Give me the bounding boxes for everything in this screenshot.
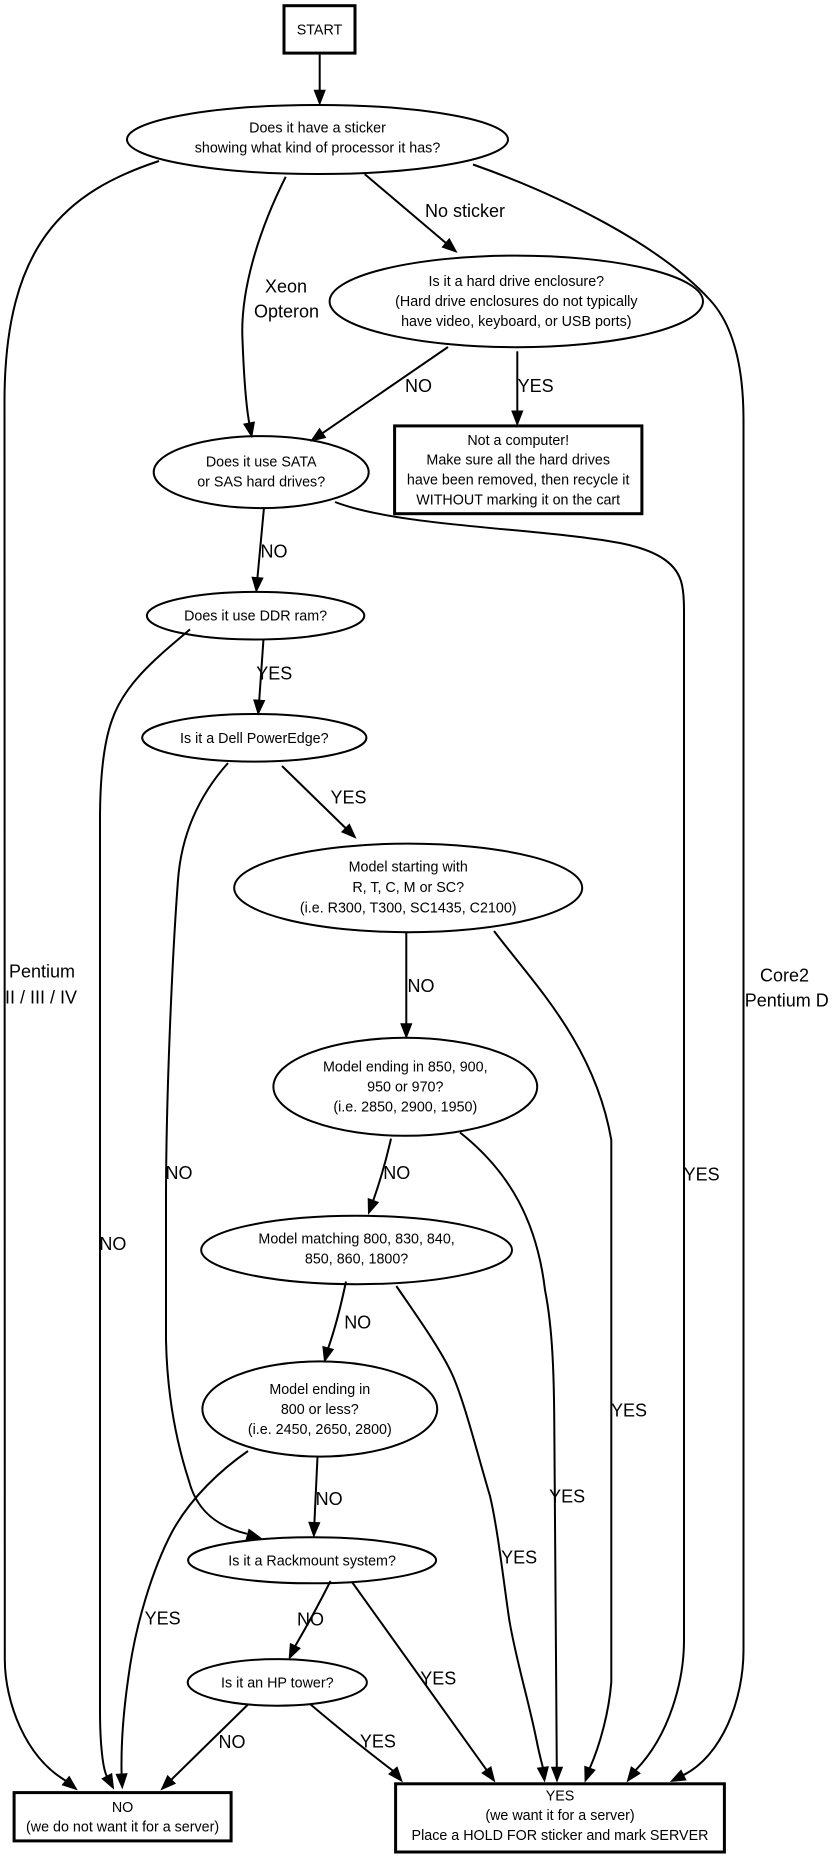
svg-text:850, 860, 1800?: 850, 860, 1800? [305, 1251, 408, 1267]
svg-text:showing what kind of processor: showing what kind of processor it has? [195, 140, 441, 156]
svg-text:YES: YES [420, 1668, 456, 1688]
svg-text:YES: YES [549, 1486, 585, 1506]
svg-text:Is it a Rackmount system?: Is it a Rackmount system? [228, 1553, 396, 1569]
svg-text:Does it have a sticker: Does it have a sticker [249, 121, 386, 137]
svg-text:800 or less?: 800 or less? [281, 1402, 359, 1418]
svg-text:950 or 970?: 950 or 970? [367, 1079, 443, 1095]
svg-text:R, T, C, M or SC?: R, T, C, M or SC? [352, 880, 464, 896]
svg-text:Core2: Core2 [760, 965, 809, 985]
svg-text:YES: YES [611, 1401, 647, 1421]
svg-text:NO: NO [344, 1312, 371, 1332]
svg-text:NO: NO [316, 1489, 343, 1509]
svg-text:Opteron: Opteron [254, 302, 319, 322]
svg-text:Is it a hard drive enclosure?: Is it a hard drive enclosure? [428, 274, 604, 290]
svg-text:Xeon: Xeon [265, 276, 307, 296]
svg-text:(i.e. R300, T300, SC1435, C210: (i.e. R300, T300, SC1435, C2100) [300, 900, 517, 916]
svg-text:have video, keyboard, or USB p: have video, keyboard, or USB ports) [401, 314, 631, 330]
svg-text:Pentium: Pentium [9, 961, 75, 981]
svg-text:Not a computer!: Not a computer! [467, 433, 569, 449]
svg-text:YES: YES [684, 1164, 720, 1184]
svg-text:NO: NO [166, 1163, 193, 1183]
svg-text:have been removed, then recycl: have been removed, then recycle it [407, 473, 630, 489]
svg-text:NO: NO [112, 1800, 133, 1816]
svg-text:NO: NO [405, 376, 432, 396]
svg-text:(we do not want it for a serve: (we do not want it for a server) [26, 1819, 219, 1835]
svg-text:YES: YES [518, 376, 554, 396]
svg-text:Model starting with: Model starting with [349, 860, 468, 876]
svg-text:YES: YES [145, 1609, 181, 1629]
svg-text:Make sure all the hard drives: Make sure all the hard drives [426, 453, 610, 469]
svg-text:YES: YES [330, 788, 366, 808]
svg-text:NO: NO [99, 1234, 126, 1254]
svg-text:Does it use SATA: Does it use SATA [206, 455, 317, 471]
svg-text:No sticker: No sticker [425, 201, 505, 221]
svg-text:Place a HOLD FOR sticker and m: Place a HOLD FOR sticker and mark SERVER [412, 1828, 709, 1844]
svg-text:Does it use DDR ram?: Does it use DDR ram? [184, 609, 327, 625]
svg-text:or SAS hard drives?: or SAS hard drives? [197, 475, 325, 491]
svg-text:NO: NO [297, 1610, 324, 1630]
svg-text:(i.e. 2850, 2900, 1950): (i.e. 2850, 2900, 1950) [333, 1099, 477, 1115]
svg-text:NO: NO [261, 541, 288, 561]
svg-text:Model ending in 850, 900,: Model ending in 850, 900, [323, 1060, 488, 1076]
svg-text:Model matching 800, 830, 840,: Model matching 800, 830, 840, [258, 1232, 454, 1248]
svg-text:(we want it for a server): (we want it for a server) [485, 1808, 634, 1824]
svg-text:YES: YES [360, 1732, 396, 1752]
svg-text:(Hard drive enclosures do not: (Hard drive enclosures do not typically [395, 294, 638, 310]
svg-text:NO: NO [219, 1732, 246, 1752]
svg-text:Is it a Dell PowerEdge?: Is it a Dell PowerEdge? [180, 731, 329, 747]
svg-text:NO: NO [408, 976, 435, 996]
svg-text:Pentium D: Pentium D [745, 990, 829, 1010]
svg-text:(i.e. 2450, 2650, 2800): (i.e. 2450, 2650, 2800) [248, 1422, 392, 1438]
svg-text:YES: YES [501, 1548, 537, 1568]
svg-text:Is it an HP tower?: Is it an HP tower? [221, 1675, 334, 1691]
svg-text:START: START [297, 23, 343, 39]
svg-text:Model ending in: Model ending in [269, 1382, 370, 1398]
svg-text:II / III / IV: II / III / IV [5, 987, 77, 1007]
svg-text:YES: YES [256, 663, 292, 683]
svg-text:NO: NO [383, 1163, 410, 1183]
svg-text:YES: YES [546, 1788, 575, 1804]
svg-text:WITHOUT marking it on the cart: WITHOUT marking it on the cart [416, 492, 620, 508]
